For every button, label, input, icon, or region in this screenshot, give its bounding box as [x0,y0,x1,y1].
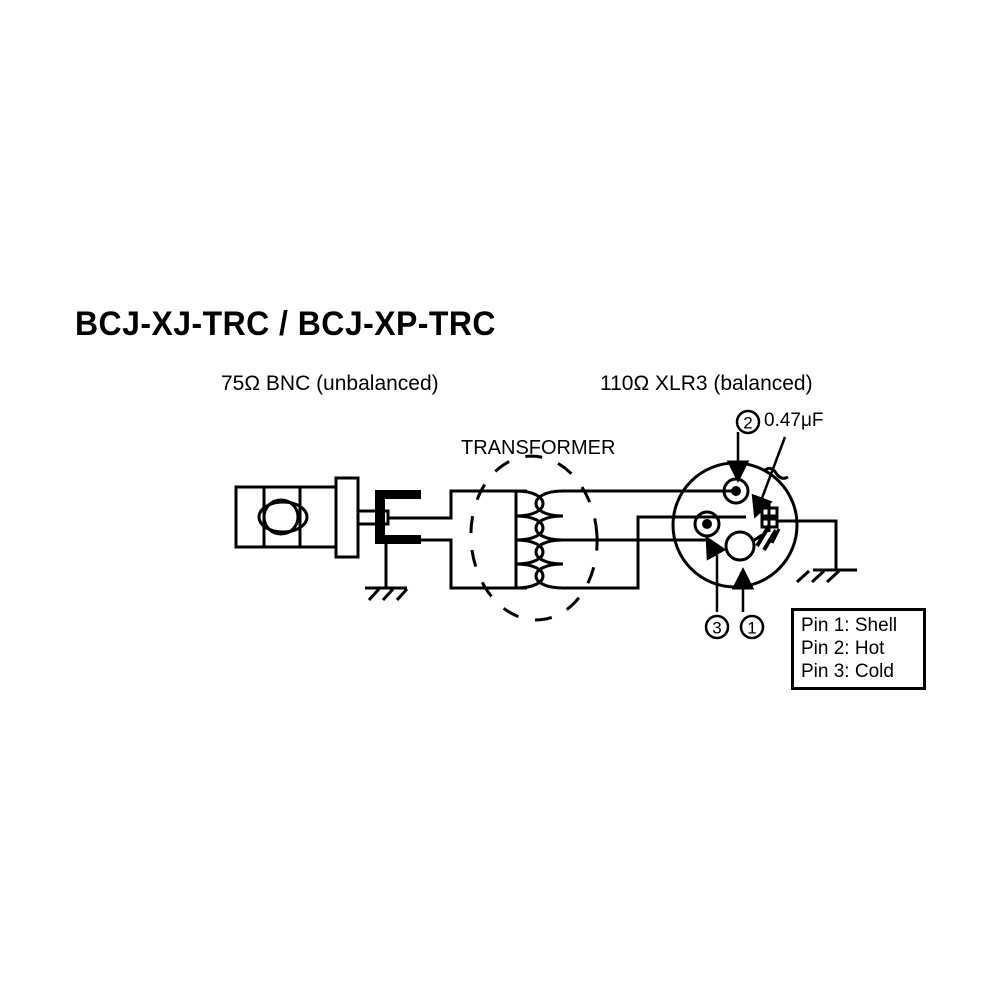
transformer-to-xlr-wires [563,489,746,590]
bnc-to-transformer-wires [388,489,516,590]
transformer-label: TRANSFORMER [461,437,616,459]
wire-shell-to-ground [777,519,838,570]
bnc-side-label: 75Ω BNC (unbalanced) [221,372,439,395]
callout-pin-2-number: 2 [743,414,752,433]
secondary-coil [534,489,564,590]
callout-capacitor-leader [751,436,787,519]
callout-pin-3-number: 3 [712,619,721,638]
legend-line-pin2: Pin 2: Hot [801,638,885,659]
callout-pin-1-bubble [739,614,765,640]
primary-coil [515,489,545,590]
bnc-ground [365,544,409,602]
capacitor-lead-left [752,533,763,543]
bnc-flange [334,476,360,559]
bnc-knurl-outer [257,500,309,534]
xlr-shell-ground [777,519,857,584]
xlr-pin-3-dot [702,519,712,529]
transformer-primary [514,489,545,590]
xlr-side-label: 110Ω XLR3 (balanced) [600,372,813,395]
capacitor-plate-2 [762,528,778,552]
capacitor-plate-1 [755,524,771,548]
capacitor-lead-right [770,528,781,544]
bnc-contact-top-arm [375,490,421,499]
legend-line-pin1: Pin 1: Shell [801,615,898,636]
xlr-ground-hatch-1 [795,569,811,584]
capacitor-value-label: 0.47μF [764,410,824,431]
bnc-ground-hatch-2 [381,587,395,602]
bnc-contact-bottom-arm [375,535,421,544]
pin-assignment-legend: Pin 1: Shell Pin 2: Hot Pin 3: Cold [791,608,926,690]
bnc-contact-spine [375,490,385,544]
callout-pin-3-bubble [704,614,730,640]
callout-capacitor [751,436,787,519]
page-title: BCJ-XJ-TRC / BCJ-XP-TRC [75,305,496,343]
xlr-ground-hatch-2 [810,569,826,584]
transformer-core-outline [469,454,599,622]
legend-line-pin3: Pin 3: Cold [801,661,894,682]
callout-pin-2: 2 [726,409,761,483]
xlr-keyway-notch [763,466,789,480]
transformer-secondary [534,489,564,590]
bnc-body [234,485,338,549]
callout-pin-1: 1 [731,567,765,640]
xlr-pin-1-ring [724,530,756,562]
callout-pin-3: 3 [704,535,730,640]
xlr-ground-hatch-3 [825,569,841,584]
callout-pin-1-number: 1 [747,619,756,638]
bnc-ground-hatch-3 [395,587,409,602]
callout-pin-2-bubble [735,409,761,435]
wire-bnc-center-to-primary-top [388,489,516,520]
xlr-pin-2-dot [731,486,741,496]
bnc-knurl-inner [262,498,300,536]
bnc-connector [234,476,421,559]
xlr-pin-1 [724,530,756,562]
callout-pin-3-leader [705,535,727,612]
bnc-ground-hatch-1 [367,587,381,602]
wire-bnc-shield-to-primary-bottom [421,538,516,590]
wire-secondary-bottom-to-pin1 [563,515,746,590]
transformer [469,454,599,622]
